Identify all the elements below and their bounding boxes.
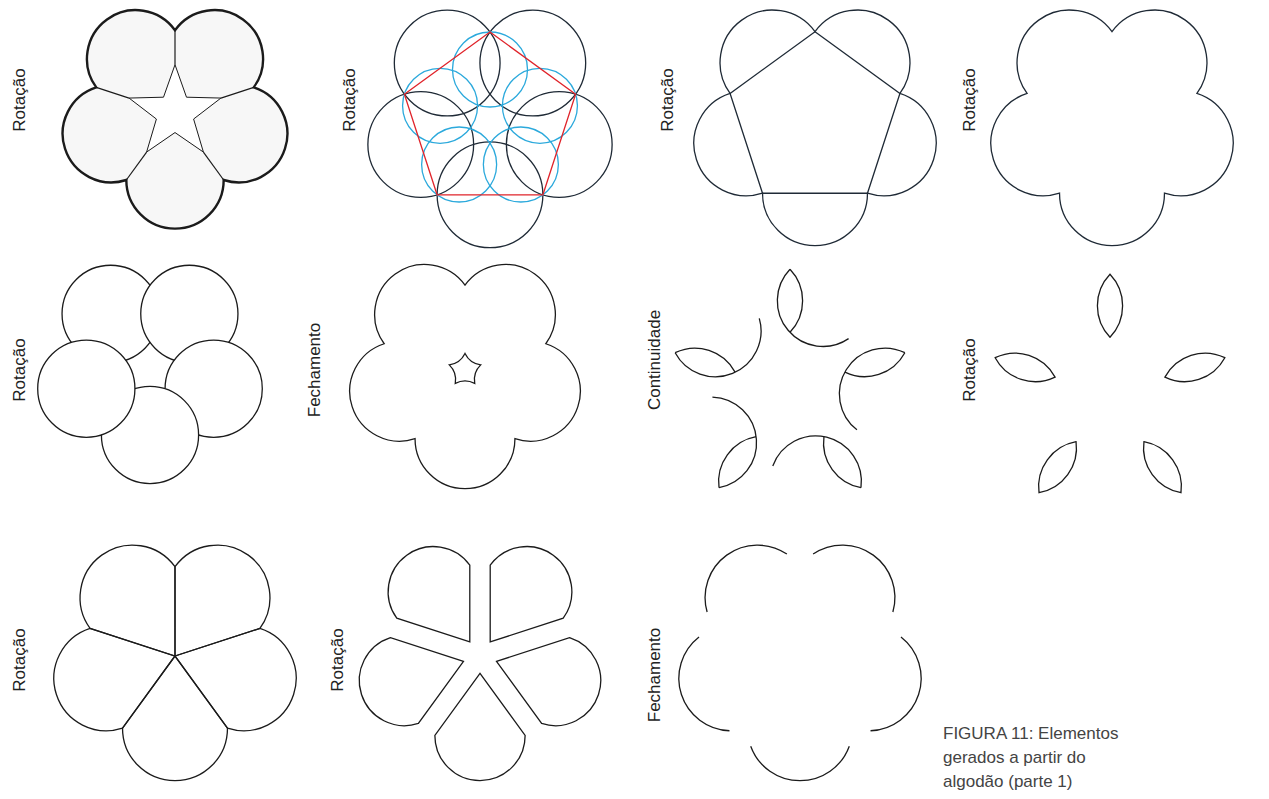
principle-label: Rotação [11, 338, 30, 401]
principle-label: Fechamento [646, 628, 665, 723]
principle-label: Rotação [329, 628, 348, 691]
lens-petals [991, 274, 1228, 500]
flower-closure [350, 264, 581, 488]
principle-label: Fechamento [306, 323, 325, 418]
flower-star [63, 10, 288, 229]
flower-construction [368, 10, 612, 247]
flower-outline [991, 10, 1233, 246]
principle-label: Rotação [341, 68, 360, 131]
principle-label: Rotação [11, 68, 30, 131]
principle-label: Rotação [961, 338, 980, 401]
continuity-arcs [671, 269, 923, 522]
overlapping-circles [38, 265, 263, 483]
principle-label: Rotação [659, 68, 678, 131]
flower-pentagon [694, 10, 936, 246]
principle-label: Rotação [11, 628, 30, 691]
separated-petals [348, 529, 613, 781]
principle-label: Rotação [961, 68, 980, 131]
principle-label: Continuidade [646, 310, 665, 410]
flower-segments [40, 524, 310, 780]
figure-caption: FIGURA 11: Elementos gerados a partir do… [943, 722, 1143, 794]
open-arcs [666, 526, 934, 781]
